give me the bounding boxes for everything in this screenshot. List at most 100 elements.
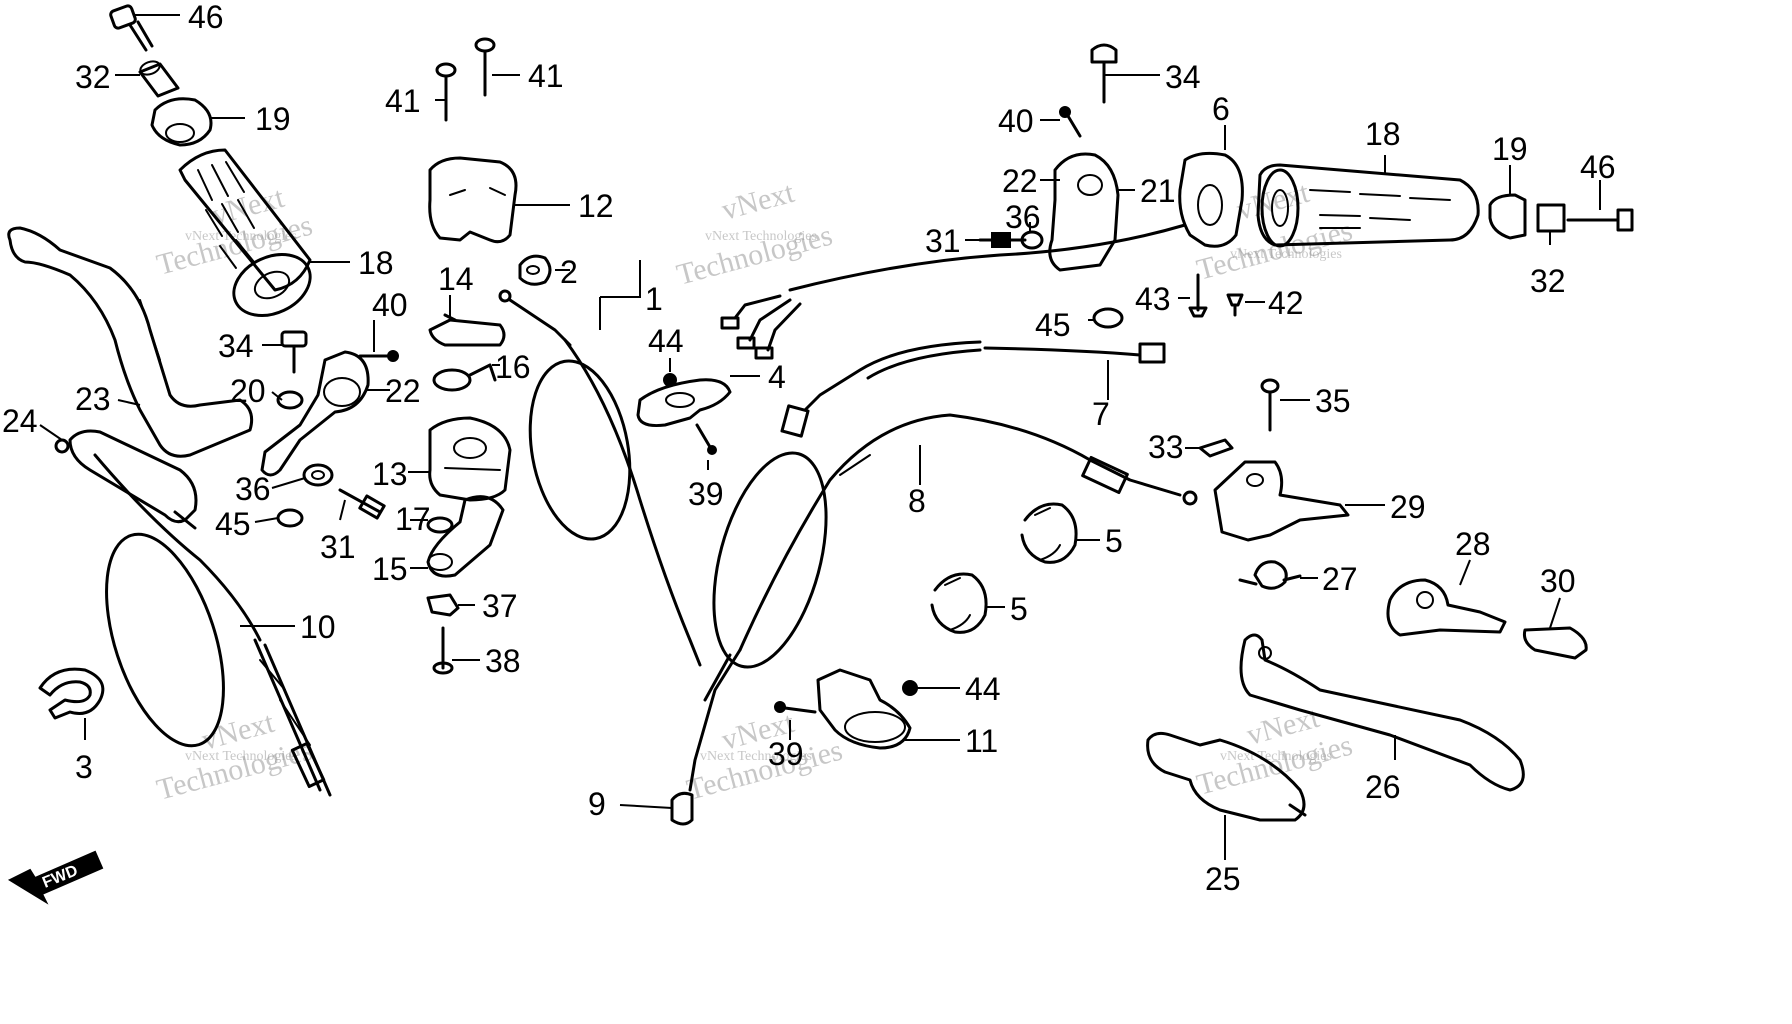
part-screw-42 (1226, 293, 1244, 317)
part-holder-22-right (1048, 152, 1120, 272)
callout-36: 36 (1005, 199, 1041, 235)
part-screw-39-b (774, 701, 817, 714)
callout-23: 23 (75, 381, 111, 417)
callout-6: 6 (1212, 91, 1230, 127)
part-cap-9 (670, 791, 694, 826)
part-lever-26 (1239, 633, 1525, 792)
watermark-small: vNext Technologies (1220, 749, 1332, 764)
part-cable-1 (498, 289, 702, 667)
part-spring-16 (432, 363, 497, 392)
callout-31: 31 (320, 529, 356, 565)
callout-31: 31 (925, 223, 961, 259)
part-lever-bracket-25 (1146, 731, 1307, 822)
watermark-small: vNext Technologies (700, 749, 812, 764)
callout-10: 10 (300, 609, 336, 645)
part-screw-38 (432, 626, 454, 675)
callout-8: 8 (908, 483, 926, 519)
callout-30: 30 (1540, 563, 1576, 599)
callout-41: 41 (528, 58, 564, 94)
part-clamp-11 (816, 668, 912, 750)
watermark-small: vNext Technologies (1230, 247, 1342, 262)
part-bolt-34-left (280, 330, 308, 374)
part-clip-3 (38, 667, 105, 720)
watermark-group: vNext Technologies vNext Technologies vN… (153, 176, 1356, 807)
callout-28: 28 (1455, 526, 1491, 562)
part-bolt-31-right (978, 232, 1027, 248)
part-plate-33 (1198, 438, 1234, 458)
part-clamp-5-a (1020, 502, 1078, 564)
callout-26: 26 (1365, 769, 1401, 805)
callout-45: 45 (215, 506, 251, 542)
callout-15: 15 (372, 551, 408, 587)
callout-2: 2 (560, 254, 578, 290)
part-grip-18-right (1256, 163, 1480, 248)
part-nut-45-left (276, 508, 304, 528)
watermark-small: vNext Technologies (705, 229, 817, 244)
part-bolt-31-left (338, 488, 386, 520)
callout-21: 21 (1140, 173, 1176, 209)
part-screw-40-left (358, 350, 399, 362)
part-screw-43 (1188, 273, 1208, 318)
callout-19: 19 (255, 101, 291, 137)
part-bolt-34-right (1090, 43, 1118, 104)
callout-17: 17 (395, 501, 431, 537)
part-holder-22-left (260, 350, 370, 477)
part-cable-10 (93, 453, 332, 797)
callout-40: 40 (998, 103, 1034, 139)
callout-11: 11 (965, 723, 998, 759)
part-cable-8 (688, 413, 1198, 792)
part-cam-28 (1386, 578, 1507, 637)
callout-40: 40 (372, 287, 408, 323)
fwd-arrow-icon: FWD (7, 850, 104, 905)
part-screw-39-a (695, 423, 717, 455)
part-cover-12 (428, 156, 518, 244)
part-washer-20 (276, 390, 304, 410)
callout-14: 14 (438, 261, 474, 297)
part-screw-40-right (1059, 106, 1082, 138)
part-bolt-46-right (1566, 208, 1634, 232)
callout-24: 24 (2, 403, 38, 439)
part-nut-45-right (1092, 307, 1124, 329)
part-screw-41-a (435, 62, 457, 122)
part-spring-27 (1238, 560, 1302, 590)
part-bolt-46-left (109, 4, 154, 52)
callout-36: 36 (235, 471, 271, 507)
callout-29: 29 (1390, 489, 1426, 525)
callout-5: 5 (1010, 591, 1028, 627)
callout-33: 33 (1148, 429, 1184, 465)
callout-35: 35 (1315, 383, 1351, 419)
callout-27: 27 (1322, 561, 1358, 597)
callout-45: 45 (1035, 307, 1071, 343)
part-end-weight-19-right (1488, 193, 1527, 240)
callout-16: 16 (495, 349, 531, 385)
callout-32: 32 (1530, 263, 1566, 299)
callout-5: 5 (1105, 523, 1123, 559)
part-clamp-5-b (930, 572, 988, 634)
callout-7: 7 (1092, 396, 1110, 432)
part-plate-14 (428, 313, 506, 347)
callout-46: 46 (1580, 149, 1616, 185)
callout-22: 22 (385, 373, 421, 409)
watermark-small: vNext Technologies (185, 229, 297, 244)
callout-4: 4 (768, 359, 786, 395)
part-collar-32-right (1536, 203, 1566, 233)
watermark-small: vNext Technologies (185, 749, 297, 764)
callout-43: 43 (1135, 281, 1171, 317)
callout-42: 42 (1268, 285, 1304, 321)
part-lever-23-left (7, 226, 254, 458)
callout-labels: 46 32 19 18 34 40 20 22 23 24 36 45 31 1… (2, 0, 1616, 897)
watermark-top: vNext (718, 176, 798, 227)
part-cap-30 (1523, 626, 1588, 660)
part-grip-18-left (178, 148, 312, 317)
callout-20: 20 (230, 373, 266, 409)
callout-46: 46 (188, 0, 224, 35)
callout-19: 19 (1492, 131, 1528, 167)
callout-44: 44 (965, 671, 1001, 707)
callout-37: 37 (482, 588, 518, 624)
callout-9: 9 (588, 786, 606, 822)
callout-12: 12 (578, 188, 614, 224)
callout-22: 22 (1002, 163, 1038, 199)
callout-38: 38 (485, 643, 521, 679)
